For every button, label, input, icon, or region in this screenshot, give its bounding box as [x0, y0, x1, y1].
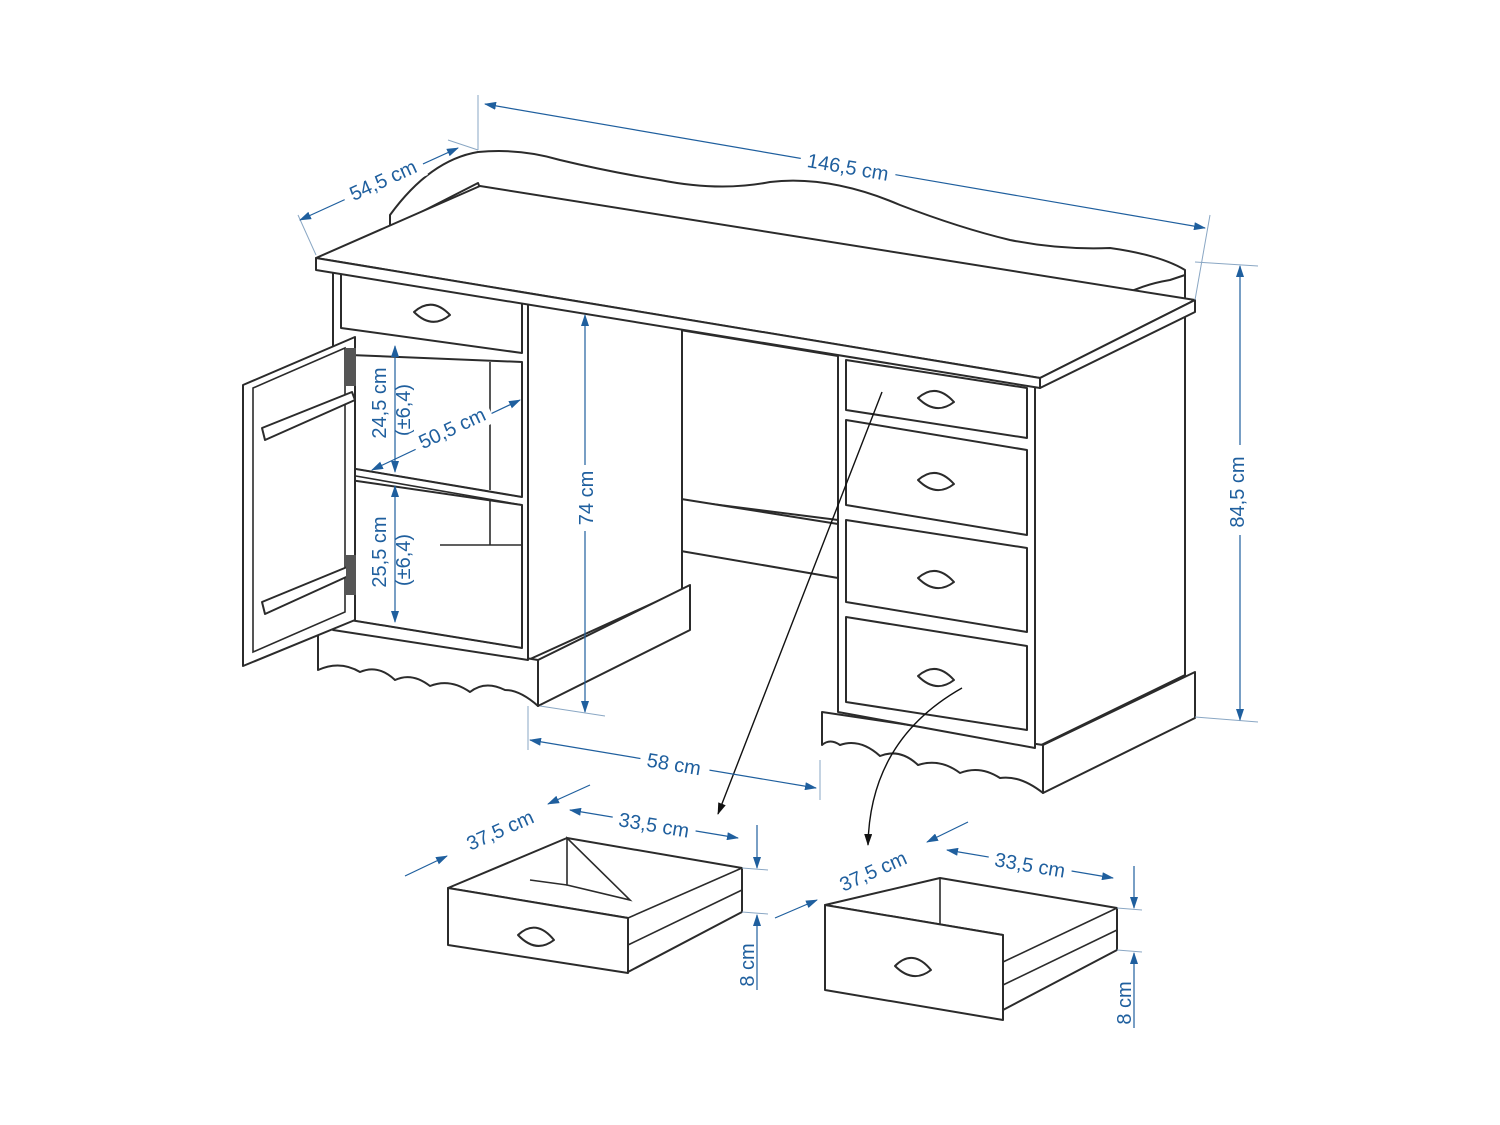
- upper-compartment-tolerance-label: (±6,4): [393, 384, 415, 436]
- desk: [242, 150, 1196, 794]
- drawer-handle: [917, 668, 955, 687]
- drawer2-height-label: 8 cm: [1114, 981, 1136, 1024]
- drawer-handle: [413, 303, 451, 323]
- drawer1-depth-label: 37,5 cm: [463, 806, 537, 855]
- drawer-detail-2: [824, 877, 1118, 1021]
- drawer-handle: [917, 390, 955, 409]
- right-drawers: [845, 359, 1028, 731]
- drawer-handle: [894, 957, 932, 977]
- lower-compartment-tolerance-label: (±6,4): [393, 534, 415, 586]
- left-plinth-front: [317, 624, 539, 707]
- lower-compartment-height-label: 25,5 cm: [369, 516, 391, 587]
- hinge-icon: [346, 555, 356, 595]
- desk-height-label: 74 cm: [576, 471, 598, 525]
- dimension-lines: [297, 95, 1259, 1028]
- hinge-rail-upper: [261, 391, 356, 441]
- middle-back-panel: [679, 329, 839, 521]
- drawer1-height-label: 8 cm: [737, 943, 759, 986]
- drawer-handle: [917, 472, 955, 491]
- drawer-detail-1: [447, 836, 743, 974]
- right-plinth-front: [821, 711, 1044, 794]
- hinge-icon: [346, 348, 356, 386]
- drawer-handle: [517, 926, 555, 947]
- upper-compartment-height-label: 24,5 cm: [369, 367, 391, 438]
- pointer-arrow: [864, 687, 963, 846]
- open-door: [242, 336, 356, 667]
- total-height-label: 84,5 cm: [1227, 456, 1249, 527]
- drawer-handle: [917, 570, 955, 589]
